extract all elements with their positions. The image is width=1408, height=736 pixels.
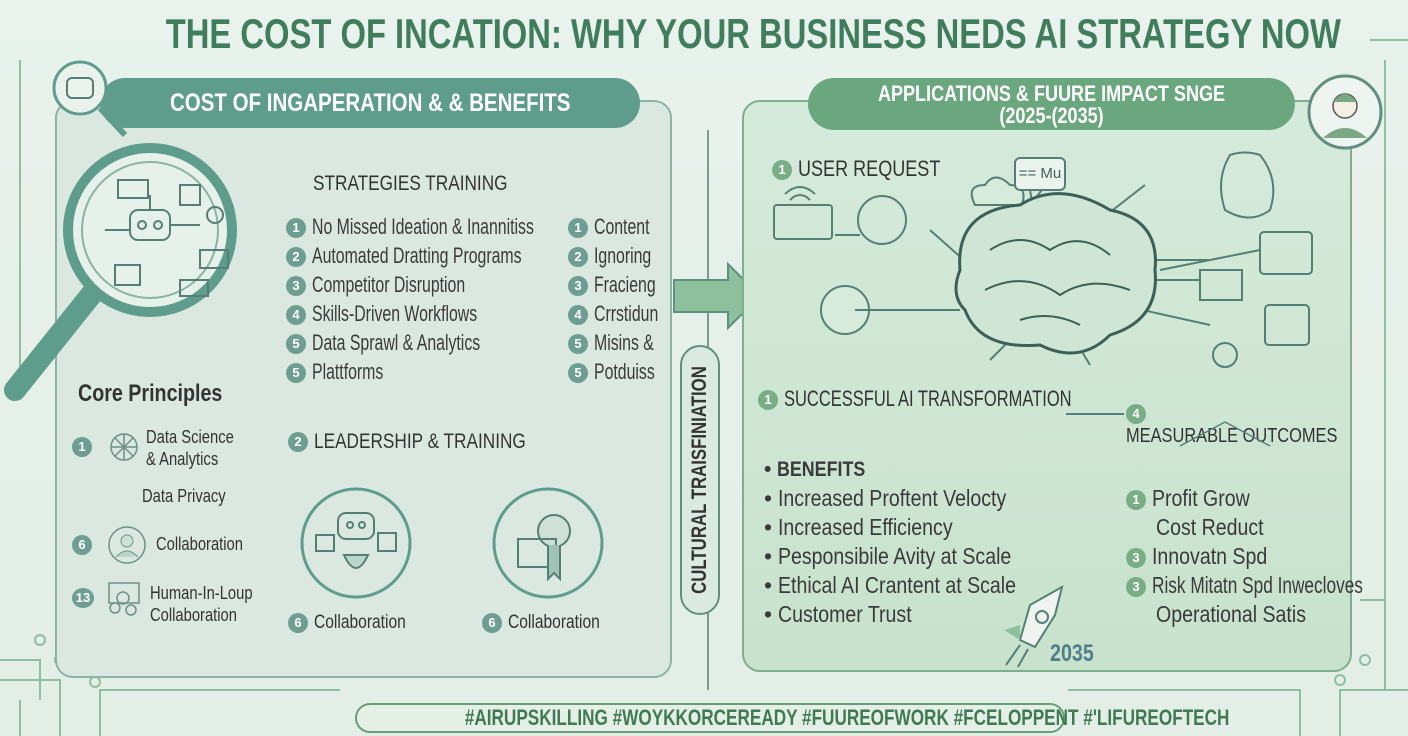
avatar [1307,74,1383,150]
right-panel-header: APPLICATIONS & FUURE IMPACT SNGE(2025-(2… [808,78,1295,130]
core-item-label: Data Privacy [142,486,226,506]
list-item: • Ethical AI Crantent at Scale [764,572,1017,598]
core-item: 6 Collaboration [72,525,262,565]
magnifier-icon [4,60,237,401]
core-item-label: Data Science& Analytics [146,427,234,469]
ai-brain-diagram [773,151,1313,368]
list-item: • Increased Proftent Velocty [764,485,1007,511]
strategies-title: STRATEGIES TRAINING [313,172,508,195]
outcomes-title: 4MEASURABLE OUTCOMES [1126,403,1338,447]
connector-line [1066,413,1124,415]
split-arrows-icon [1179,421,1271,447]
chat-bubble-text: == Mu [1018,165,1062,182]
hashtags-banner: #AIRUPSKILLING #WOYKKORCEREADY #FUUREOFW… [355,703,1229,733]
core-principles-title: Core Principles [78,380,223,407]
benefits-list: • BENEFITS • Increased Proftent Velocty … [764,455,1058,629]
award-icon [492,487,604,599]
human-loop-icon [108,582,140,616]
core-item: 1 [72,430,145,464]
left-panel-header: COST OF INGAPERATION & & BENEFITS [100,78,640,128]
robot-icon [300,487,412,599]
list-item: • Pesponsibile Avity at Scale [764,543,1012,569]
year-label: 2035 [1050,640,1094,667]
cultural-transformation-label: CULTURAL TRAISFINIATION [680,345,720,615]
rocket-icon [1004,585,1064,668]
list-item: • Increased Efficiency [764,514,954,540]
list-item: Cost Reduct [1156,514,1264,540]
page-title: THE COST OF INCATION: WHY YOUR BUSINESS … [165,10,1341,57]
person-icon [108,526,146,564]
benefits-title: • BENEFITS [764,458,866,481]
list-item: Operational Satis [1156,601,1306,627]
network-icon [110,433,138,461]
list-item: • Customer Trust [764,601,913,627]
core-item: 13 [72,580,145,616]
